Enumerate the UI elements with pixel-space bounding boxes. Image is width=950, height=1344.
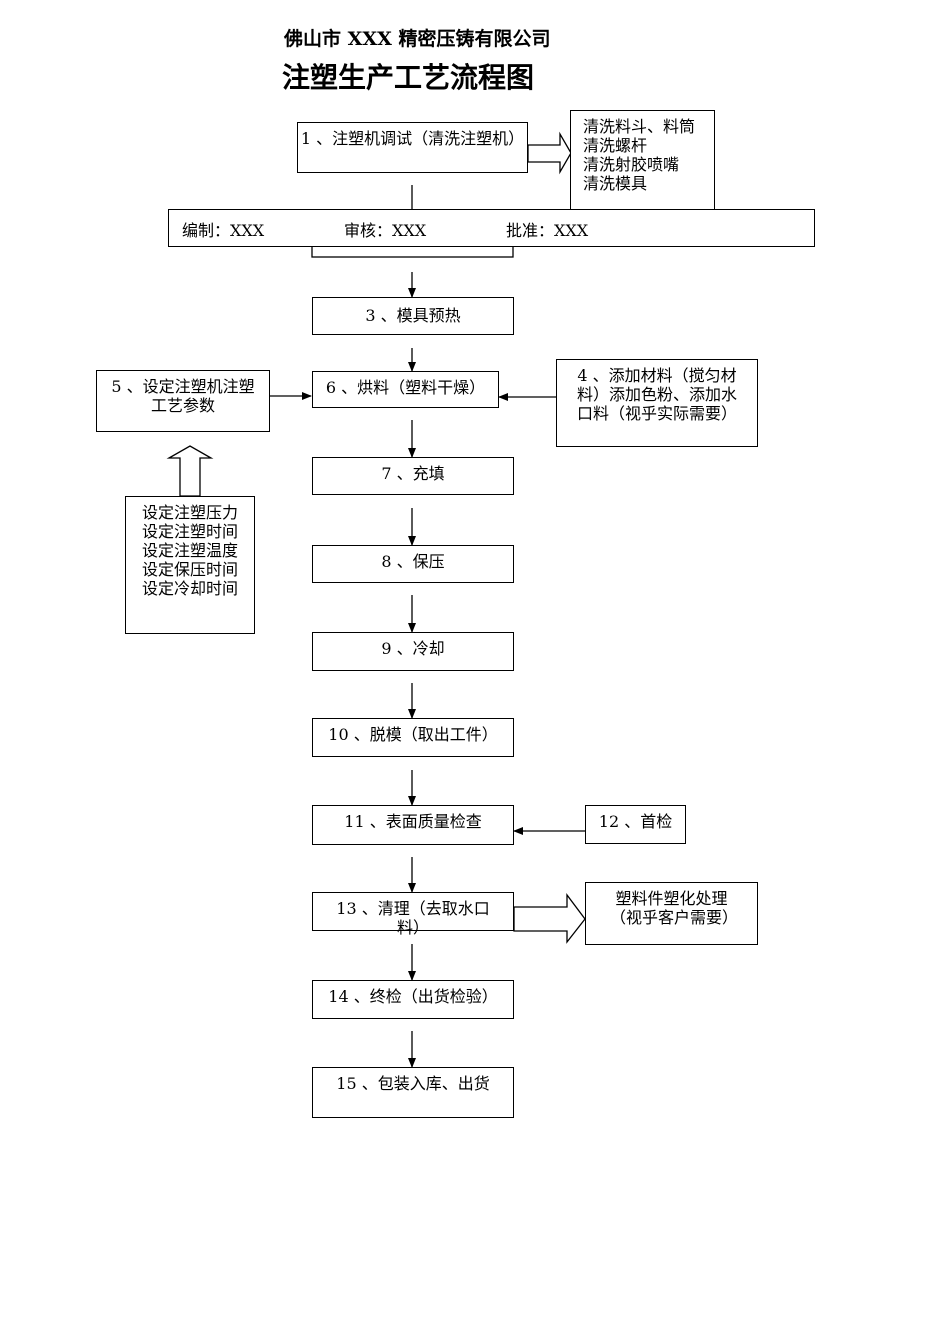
step-14-box: 14 、终检（出货检验）	[312, 980, 514, 1019]
step-11-label: 11 、表面质量检查	[344, 812, 482, 831]
plasticizing-note-box: 塑料件塑化处理（视乎客户需要）	[585, 882, 758, 945]
page-title: 注塑生产工艺流程图	[282, 61, 535, 94]
cleaning-item: 清洗射胶喷嘴	[583, 155, 680, 174]
step-14-label: 14 、终检（出货检验）	[328, 987, 498, 1006]
step-15-label: 15 、包装入库、出货	[336, 1074, 490, 1093]
step-8-label: 8 、保压	[381, 552, 445, 571]
step-6-box: 6 、烘料（塑料干燥）	[312, 371, 499, 408]
company-name: 佛山市 XXX 精密压铸有限公司	[284, 28, 551, 50]
cleaning-item: 清洗料斗、料筒	[583, 117, 696, 136]
step-7-label: 7 、充填	[381, 464, 445, 483]
step-10-box: 10 、脱模（取出工件）	[312, 718, 514, 757]
step-12-box: 12 、首检	[585, 805, 686, 844]
block-arrow-plasticizing	[513, 893, 586, 944]
step-3-label: 3 、模具预热	[365, 306, 461, 325]
cleaning-item: 清洗螺杆	[583, 136, 648, 155]
step-7-box: 7 、充填	[312, 457, 514, 495]
step-5-box: 5 、设定注塑机注塑工艺参数	[96, 370, 270, 432]
compiled-by: 编制：XXX	[182, 221, 265, 240]
param-item: 设定注塑压力	[141, 503, 238, 522]
step-3-box: 3 、模具预热	[312, 297, 514, 335]
step-6-label: 6 、烘料（塑料干燥）	[325, 378, 486, 397]
step-1-label: 1 、注塑机调试（清洗注塑机）	[300, 129, 525, 148]
param-item: 设定注塑温度	[141, 541, 238, 560]
step-13-label: 13 、清理（去取水口料）	[336, 899, 490, 937]
step-4-label: 4 、添加材料（搅匀材料）添加色粉、添加水口料（视乎实际需要）	[576, 366, 737, 423]
signoff-bar: 编制：XXX 审核：XXX 批准：XXX	[168, 209, 815, 247]
approved-by: 批准：XXX	[506, 221, 589, 240]
step-15-box: 15 、包装入库、出货	[312, 1067, 514, 1118]
block-arrow-params	[166, 445, 214, 497]
step-9-box: 9 、冷却	[312, 632, 514, 671]
cleaning-item: 清洗模具	[583, 174, 648, 193]
block-arrow-cleaning	[527, 131, 572, 175]
step-8-box: 8 、保压	[312, 545, 514, 583]
param-item: 设定注塑时间	[141, 522, 238, 541]
step-1-box: 1 、注塑机调试（清洗注塑机）	[297, 122, 528, 173]
params-note-box: 设定注塑压力 设定注塑时间 设定注塑温度 设定保压时间 设定冷却时间	[125, 496, 255, 634]
reviewed-by: 审核：XXX	[344, 221, 427, 240]
step-12-label: 12 、首检	[598, 812, 673, 831]
step-5-label: 5 、设定注塑机注塑工艺参数	[111, 377, 255, 415]
step-13-box: 13 、清理（去取水口料）	[312, 892, 514, 937]
cleaning-note-box: 清洗料斗、料筒 清洗螺杆 清洗射胶喷嘴 清洗模具	[570, 110, 715, 210]
step-9-label: 9 、冷却	[381, 639, 445, 658]
param-item: 设定冷却时间	[141, 579, 238, 598]
step-11-box: 11 、表面质量检查	[312, 805, 514, 845]
step-10-label: 10 、脱模（取出工件）	[328, 725, 498, 744]
param-item: 设定保压时间	[141, 560, 238, 579]
step-4-box: 4 、添加材料（搅匀材料）添加色粉、添加水口料（视乎实际需要）	[556, 359, 758, 447]
plasticizing-label: 塑料件塑化处理（视乎客户需要）	[610, 889, 739, 927]
